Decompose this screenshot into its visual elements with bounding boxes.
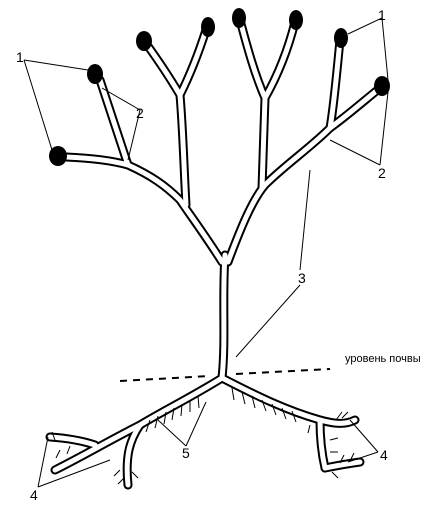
bud [136,31,152,51]
label-5: 5 [182,445,190,461]
root-hairs [52,388,354,484]
label-2-right: 2 [378,165,386,181]
soil-level-label: уровень почвы [345,353,421,365]
bud [87,64,103,84]
label-1-right: 1 [378,7,386,23]
bud [289,10,303,30]
label-1-left: 1 [16,49,24,65]
label-4-right: 4 [380,447,388,463]
bud [334,28,348,48]
bud [201,17,215,37]
label-3: 3 [298,270,306,286]
label-4-left: 4 [30,487,38,503]
label-2-left: 2 [136,105,144,121]
bud [232,8,246,28]
